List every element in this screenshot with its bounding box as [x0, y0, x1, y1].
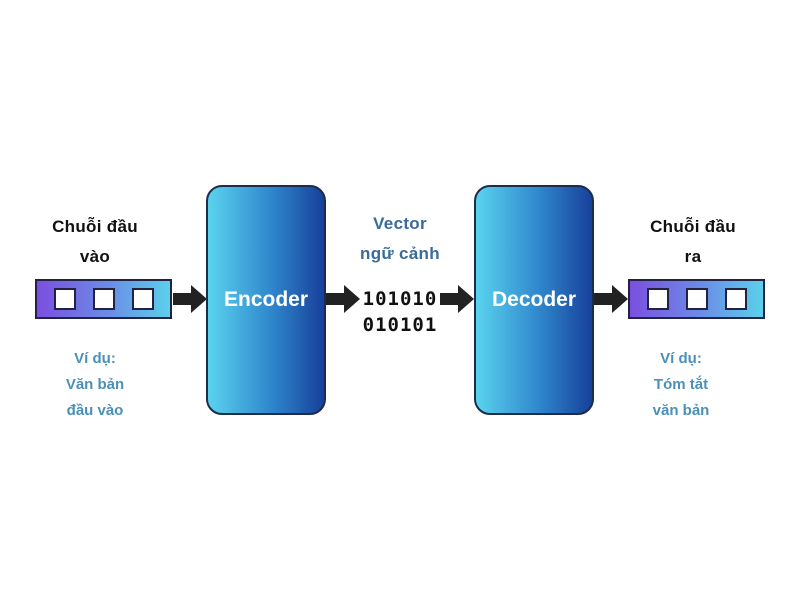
- input-title-line2: vào: [79, 247, 111, 266]
- input-token-cell: [131, 288, 154, 310]
- output-token-cell: [724, 288, 747, 310]
- input-example-line1: Ví dụ:: [74, 350, 116, 367]
- output-sequence-title: Chuỗi đầu ra: [628, 212, 758, 272]
- input-token-cell: [92, 288, 115, 310]
- input-sequence-bar: [35, 279, 172, 319]
- right-arrow-icon: [440, 285, 474, 313]
- output-example-line1: Ví dụ:: [660, 350, 702, 367]
- binary-line2: 010101: [362, 314, 438, 336]
- output-example: Ví dụ: Tóm tắt văn bản: [626, 346, 736, 424]
- input-sequence-title: Chuỗi đầu vào: [30, 212, 160, 272]
- right-arrow-icon: [594, 285, 628, 313]
- output-token-cell: [685, 288, 708, 310]
- input-title-line1: Chuỗi đầu: [52, 217, 138, 236]
- decoder-block: Decoder: [474, 185, 594, 415]
- right-arrow-icon: [173, 285, 207, 313]
- output-title-line1: Chuỗi đầu: [650, 217, 736, 236]
- input-token-cell: [53, 288, 76, 310]
- input-example-line3: đầu vào: [66, 402, 124, 419]
- context-vector-binary: 101010 010101: [352, 286, 448, 338]
- input-example-line2: Văn bản: [65, 376, 125, 393]
- context-title-line1: Vector: [373, 214, 427, 233]
- right-arrow-icon: [326, 285, 360, 313]
- decoder-label: Decoder: [491, 288, 577, 311]
- output-example-line2: Tóm tắt: [653, 376, 709, 393]
- encoder-block: Encoder: [206, 185, 326, 415]
- context-title-line2: ngữ cảnh: [360, 244, 440, 263]
- output-example-line3: văn bản: [652, 402, 710, 419]
- context-vector-title: Vector ngữ cảnh: [340, 209, 460, 269]
- binary-line1: 101010: [362, 288, 438, 310]
- output-sequence-bar: [628, 279, 765, 319]
- output-token-cell: [646, 288, 669, 310]
- encoder-label: Encoder: [223, 288, 309, 311]
- input-example: Ví dụ: Văn bản đầu vào: [40, 346, 150, 424]
- output-title-line2: ra: [684, 247, 702, 266]
